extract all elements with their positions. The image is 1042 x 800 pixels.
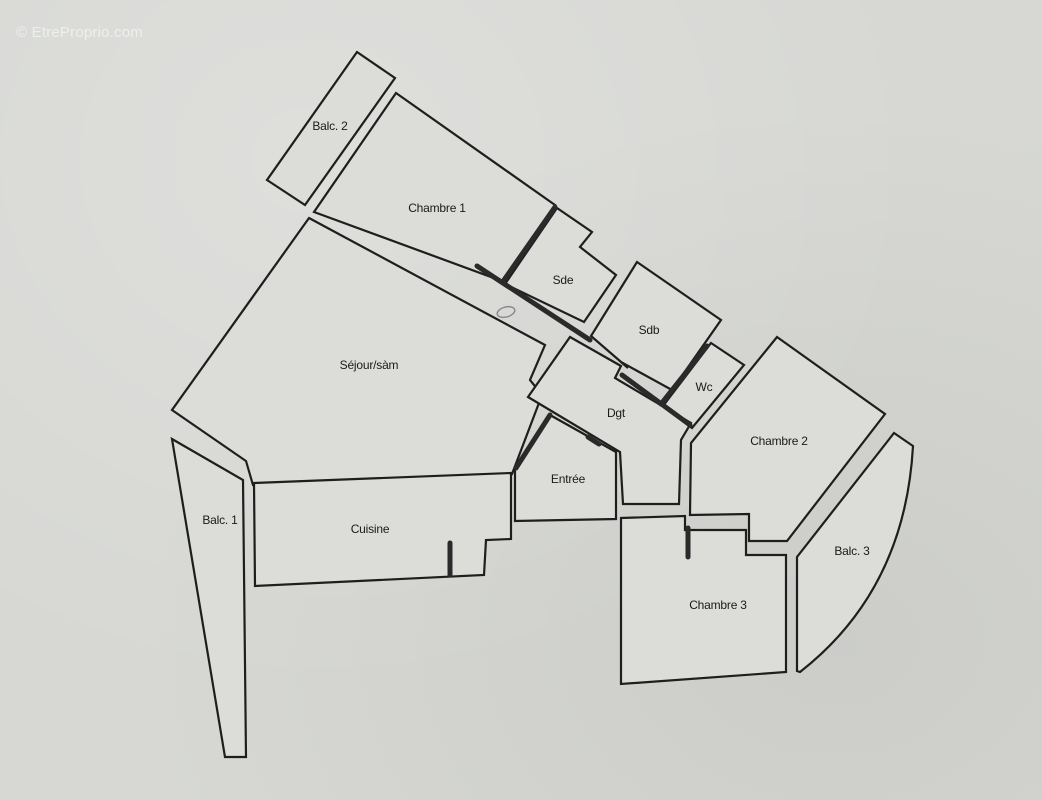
label-balc3: Balc. 3 [834,544,870,558]
room-balc1-outline [170,436,248,759]
label-wc: Wc [695,380,713,394]
watermark: © EtreProprio.com [16,24,143,41]
room-cuisine-outline [252,471,513,588]
partition-sdb-dgt [619,372,693,428]
label-chambre1: Chambre 1 [408,201,466,215]
partition-corridor [474,263,593,343]
partition-dgt-entree [513,412,553,471]
room-sdb-outline [589,260,723,392]
partition-chambre1-sde [501,204,558,283]
room-dgt-outline [526,335,693,506]
label-cuisine: Cuisine [350,522,390,536]
partition-wc [658,343,710,407]
partition-entree-door [585,434,602,447]
label-sdb: Sdb [638,323,660,337]
room-balc2-outline [265,50,397,207]
ellipse-mark [496,305,516,319]
label-balc1: Balc. 1 [202,513,238,527]
label-dgt: Dgt [606,406,626,420]
label-chambre2: Chambre 2 [750,434,808,448]
label-chambre3: Chambre 3 [689,598,747,612]
label-balc2: Balc. 2 [312,119,348,133]
label-sejour: Séjour/sàm [339,358,399,372]
label-sde: Sde [552,273,574,287]
room-balc3-outline [795,431,915,674]
label-entree: Entrée [550,472,586,486]
room-chambre2-outline [688,335,887,543]
room-chambre3-outline [619,514,788,686]
